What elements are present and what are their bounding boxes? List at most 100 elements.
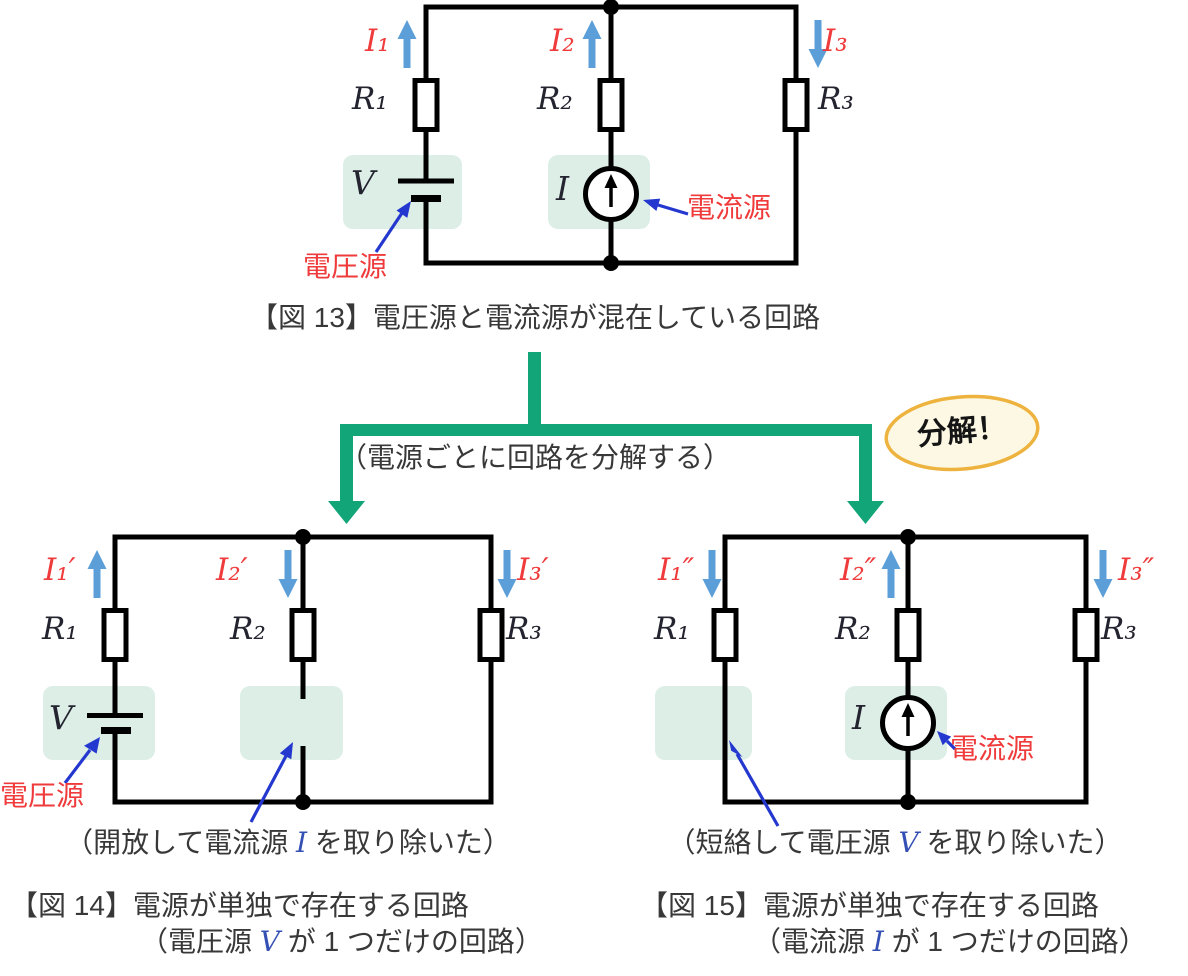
fig13-current-label-i2: I₂ bbox=[550, 23, 575, 59]
fig14-voltage-source-highlight bbox=[43, 686, 155, 760]
fig14-current-label-i2: I₂′ bbox=[216, 552, 248, 588]
fig15-current-label-i3: I₃″ bbox=[1118, 552, 1155, 588]
fig13-resistor-r2 bbox=[597, 78, 625, 132]
fig14-removed-source-highlight bbox=[240, 686, 343, 760]
fig15-short-note: （短絡して電圧源 V を取り除いた） bbox=[600, 826, 1188, 859]
decompose-note: （電源ごとに回路を分解する） bbox=[338, 442, 731, 473]
fig13-wires bbox=[423, 4, 799, 266]
branch-arrow-left-drop bbox=[340, 436, 353, 502]
fig14-caption-line2-pre: （電圧源 bbox=[140, 926, 260, 957]
fig14-caption-line1: 【図 14】電源が単独で存在する回路 bbox=[10, 890, 469, 921]
fig15-resistor-label-r1: R₁ bbox=[654, 611, 690, 647]
fig13-voltage-source-highlight bbox=[343, 155, 462, 229]
fig13-i3-down-arrow-icon bbox=[808, 20, 828, 68]
fig15-i3-down-arrow-icon bbox=[1093, 550, 1113, 598]
fig15-current-label-i2: I₂″ bbox=[840, 552, 877, 588]
fig14-junction-dot-bottom bbox=[295, 794, 311, 810]
fig15-caption-line1: 【図 15】電源が単独で存在する回路 bbox=[640, 890, 1099, 921]
fig13-current-label-i1: I₁ bbox=[365, 23, 390, 59]
fig15-current-source-up-arrow-icon bbox=[901, 703, 915, 717]
fig14-open-note-pre: （開放して電流源 bbox=[65, 827, 297, 858]
fig15-short-note-post: を取り除いた） bbox=[918, 827, 1123, 858]
fig13-i1-up-arrow-icon bbox=[397, 20, 417, 68]
fig14-i3-down-arrow-icon bbox=[497, 550, 517, 598]
branch-arrow-bar bbox=[340, 424, 872, 436]
fig14-current-label-i3: I₃′ bbox=[517, 552, 549, 588]
fig15-current-symbol: I bbox=[852, 698, 866, 737]
fig14-resistor-r2 bbox=[289, 608, 317, 662]
fig15-resistor-r3 bbox=[1072, 608, 1100, 662]
fig14-resistor-label-r2: R₂ bbox=[230, 611, 266, 647]
fig13-caption: 【図 13】電圧源と電流源が混在している回路 bbox=[250, 302, 821, 333]
fig14-caption-line2-post: が 1 つだけの回路） bbox=[280, 926, 543, 957]
fig13-current-source-up-arrow-icon bbox=[604, 174, 618, 188]
fig13-resistor-label-r2: R₂ bbox=[537, 81, 573, 117]
branch-arrow-right-head-icon bbox=[847, 501, 884, 524]
fig13-voltage-source-label: 電圧源 bbox=[303, 251, 388, 282]
fig14-resistor-label-r3: R₃ bbox=[506, 611, 542, 647]
fig15-junction-dot-bottom bbox=[900, 794, 916, 810]
fig15-shorted-source-highlight bbox=[655, 686, 752, 760]
fig13-current-pointer-arrow-shaft bbox=[657, 203, 689, 216]
fig13-resistor-label-r1: R₁ bbox=[352, 81, 388, 117]
fig13-voltage-pointer-arrow-icon bbox=[396, 201, 411, 218]
fig13-current-pointer-arrow-icon bbox=[643, 198, 661, 211]
fig14-open-pointer-arrow-icon bbox=[279, 742, 293, 760]
fig15-short-note-pre: （短絡して電圧源 bbox=[667, 827, 899, 858]
fig15-resistor-r1 bbox=[711, 608, 739, 662]
fig15-current-label-i1: I₁″ bbox=[658, 552, 695, 588]
branch-arrow-right-drop bbox=[859, 436, 872, 502]
fig14-resistor-label-r1: R₁ bbox=[42, 611, 78, 647]
fig14-voltage-pointer-arrow-icon bbox=[84, 737, 100, 754]
fig15-caption-line2-math: I bbox=[872, 925, 884, 958]
decompose-branch-arrow bbox=[328, 352, 884, 524]
fig14-i1-up-arrow-icon bbox=[87, 550, 107, 598]
fig14-open-note-math: I bbox=[296, 826, 308, 859]
fig13-voltage-pointer-arrow-shaft bbox=[374, 212, 404, 253]
fig15-current-pointer-arrow-shaft bbox=[945, 739, 957, 751]
fig14-open-note: （開放して電流源 I を取り除いた） bbox=[38, 826, 538, 859]
fig14-open-pointer-arrow-shaft bbox=[249, 755, 288, 823]
fig14-resistor-r1 bbox=[101, 608, 129, 662]
branch-arrow-left-head-icon bbox=[328, 501, 365, 524]
fig13-voltage-symbol: V bbox=[351, 163, 375, 202]
fig13-circuit bbox=[343, 0, 828, 271]
fig13-current-source-label: 電流源 bbox=[687, 192, 772, 223]
fig14-voltage-pointer-arrow-shaft bbox=[63, 749, 92, 784]
fig15-junction-dot-top bbox=[900, 529, 916, 545]
fig15-caption-line2: （電流源 I が 1 つだけの回路） bbox=[753, 925, 1147, 958]
fig15-current-source-label: 電流源 bbox=[950, 733, 1035, 764]
fig14-junction-dot-top bbox=[295, 529, 311, 545]
fig14-current-label-i1: I₁′ bbox=[44, 552, 76, 588]
decompose-badge-bubble bbox=[884, 394, 1040, 472]
fig15-caption-line2-pre: （電流源 bbox=[753, 926, 873, 957]
fig14-caption-line2-math: V bbox=[259, 925, 281, 958]
fig13-resistor-r3 bbox=[782, 78, 810, 132]
fig15-i2-up-arrow-icon bbox=[881, 550, 901, 598]
fig15-i1-down-arrow-icon bbox=[702, 550, 722, 598]
fig14-i2-down-arrow-icon bbox=[278, 550, 298, 598]
fig13-resistor-r1 bbox=[412, 78, 440, 132]
fig13-current-label-i3: I₃ bbox=[823, 23, 848, 59]
fig13-i2-up-arrow-icon bbox=[582, 20, 602, 68]
fig15-current-pointer-arrow-icon bbox=[937, 731, 952, 746]
fig15-resistor-r2 bbox=[894, 608, 922, 662]
fig14-caption-line2: （電圧源 V が 1 つだけの回路） bbox=[140, 925, 543, 958]
fig15-short-pointer-arrow-icon bbox=[729, 740, 743, 758]
fig13-junction-dot-top bbox=[603, 0, 619, 15]
fig14-wires bbox=[112, 534, 494, 805]
fig15-resistor-label-r2: R₂ bbox=[835, 611, 871, 647]
fig13-resistor-label-r3: R₃ bbox=[818, 81, 854, 117]
fig14-voltage-source-label: 電圧源 bbox=[0, 780, 85, 811]
fig15-resistor-label-r3: R₃ bbox=[1101, 611, 1137, 647]
fig15-circuit bbox=[655, 529, 1113, 827]
branch-arrow-stem bbox=[528, 352, 541, 436]
fig15-short-note-math: V bbox=[898, 826, 919, 859]
fig14-open-note-post: を取り除いた） bbox=[307, 827, 511, 858]
fig13-junction-dot-bottom bbox=[603, 255, 619, 271]
fig14-resistor-r3 bbox=[477, 608, 505, 662]
fig15-short-pointer-arrow-shaft bbox=[735, 753, 780, 827]
fig14-voltage-symbol: V bbox=[49, 698, 73, 737]
